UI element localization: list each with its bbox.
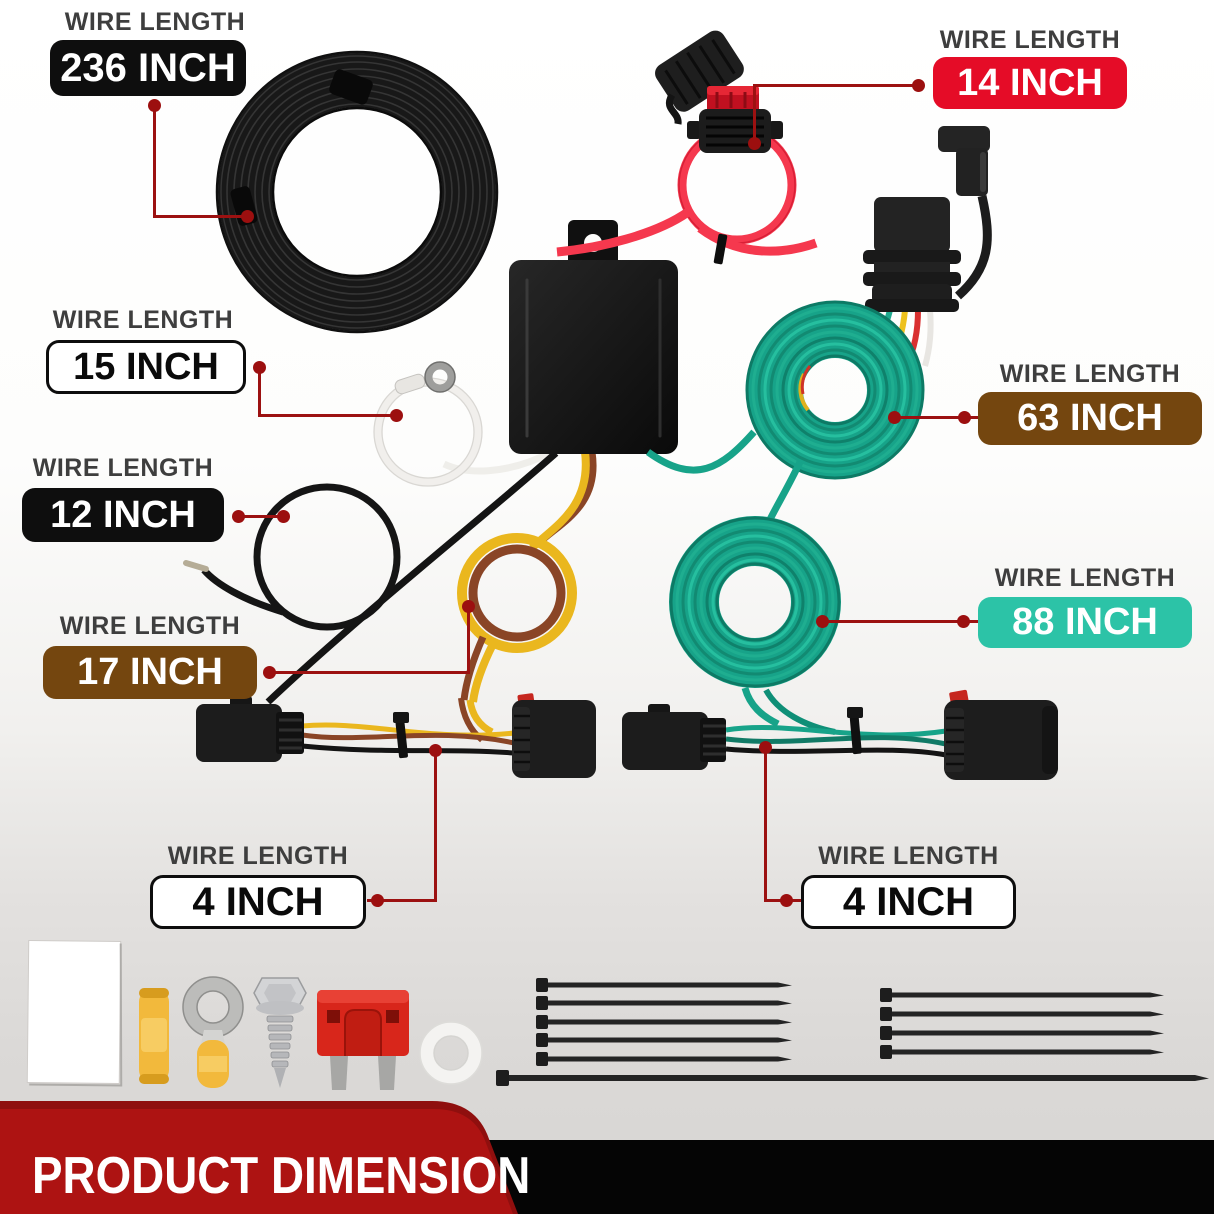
- bottom-banner: [0, 1101, 1214, 1214]
- wire-length-value-4-left: 4 INCH: [150, 875, 366, 929]
- nylon-washer-icon: [419, 1021, 483, 1085]
- white-ground-wire-icon: [373, 361, 554, 487]
- callout-dot: [232, 510, 245, 523]
- callout-dot: [429, 744, 442, 757]
- wire-length-value-88: 88 INCH: [978, 597, 1192, 648]
- wire-length-value-236: 236 INCH: [50, 40, 246, 96]
- wire-length-value-4-right: 4 INCH: [801, 875, 1016, 929]
- zip-tie-icon: [536, 978, 792, 992]
- left-connector-harness-icon: [196, 693, 596, 778]
- callout-line: [434, 750, 437, 902]
- callout-line: [753, 84, 920, 87]
- butt-connector-icon: [139, 988, 169, 1084]
- wire-length-heading: WIRE LENGTH: [52, 306, 234, 334]
- zip-tie-icon: [880, 988, 1164, 1002]
- callout-dot: [888, 411, 901, 424]
- four-pin-connector-icon: [863, 126, 992, 367]
- green-wire-coil-63-icon: [645, 300, 925, 543]
- callout-line: [238, 515, 284, 518]
- yellow-brown-wire-loop-icon: [457, 451, 597, 703]
- callout-dot: [748, 137, 761, 150]
- wire-length-heading: WIRE LENGTH: [818, 842, 999, 870]
- wire-length-value-15: 15 INCH: [46, 340, 246, 394]
- callout-dot: [462, 600, 475, 613]
- wire-length-heading: WIRE LENGTH: [999, 360, 1181, 388]
- zip-tie-icon: [880, 1045, 1164, 1059]
- black-wire-coil-icon: [215, 50, 499, 334]
- banner-title: PRODUCT DIMENSION: [32, 1147, 531, 1205]
- wire-length-value-17: 17 INCH: [43, 646, 257, 699]
- callout-line: [258, 414, 397, 417]
- converter-module-icon: [509, 220, 678, 454]
- callout-dot: [958, 411, 971, 424]
- zip-tie-icon: [536, 996, 792, 1010]
- callout-line: [258, 368, 261, 417]
- wire-length-heading: WIRE LENGTH: [32, 454, 214, 482]
- black-wire-loop-icon: [183, 450, 559, 705]
- instruction-card-icon: [26, 940, 123, 1087]
- right-connector-harness-icon: [622, 689, 1058, 780]
- callout-dot: [148, 99, 161, 112]
- callout-line: [822, 620, 978, 623]
- callout-dot: [263, 666, 276, 679]
- wire-length-heading: WIRE LENGTH: [994, 564, 1176, 592]
- zip-tie-icon: [536, 1033, 792, 1047]
- zip-tie-icon: [880, 1007, 1164, 1021]
- zip-tie-icon: [496, 1070, 1209, 1086]
- callout-dot: [780, 894, 793, 907]
- fuse-holder-icon: [556, 30, 818, 265]
- zip-tie-icon: [880, 1026, 1164, 1040]
- callout-line: [467, 606, 470, 674]
- wire-length-heading: WIRE LENGTH: [939, 26, 1121, 54]
- wire-length-heading: WIRE LENGTH: [167, 842, 349, 870]
- callout-dot: [759, 741, 772, 754]
- callout-line: [153, 105, 156, 217]
- callout-dot: [241, 210, 254, 223]
- wire-length-value-14: 14 INCH: [933, 57, 1127, 109]
- zip-tie-icon: [536, 1052, 792, 1066]
- callout-dot: [957, 615, 970, 628]
- callout-dot: [912, 79, 925, 92]
- wire-length-value-63: 63 INCH: [978, 392, 1202, 445]
- wire-length-heading: WIRE LENGTH: [64, 8, 246, 36]
- green-wire-coil-88-icon: [669, 516, 841, 735]
- callout-dot: [816, 615, 829, 628]
- callout-line: [753, 84, 756, 144]
- callout-line: [153, 215, 248, 218]
- wire-length-value-12: 12 INCH: [22, 488, 224, 542]
- callout-line: [367, 899, 437, 902]
- callout-line: [894, 416, 978, 419]
- callout-dot: [277, 510, 290, 523]
- spare-fuse-icon: [317, 990, 409, 1090]
- ring-terminal-icon: [182, 976, 244, 1088]
- callout-dot: [253, 361, 266, 374]
- wire-length-heading: WIRE LENGTH: [59, 612, 241, 640]
- callout-dot: [390, 409, 403, 422]
- zip-tie-icon: [536, 1015, 792, 1029]
- callout-dot: [371, 894, 384, 907]
- callout-line: [269, 671, 470, 674]
- callout-line: [764, 747, 767, 902]
- self-drilling-screw-icon: [253, 977, 307, 1088]
